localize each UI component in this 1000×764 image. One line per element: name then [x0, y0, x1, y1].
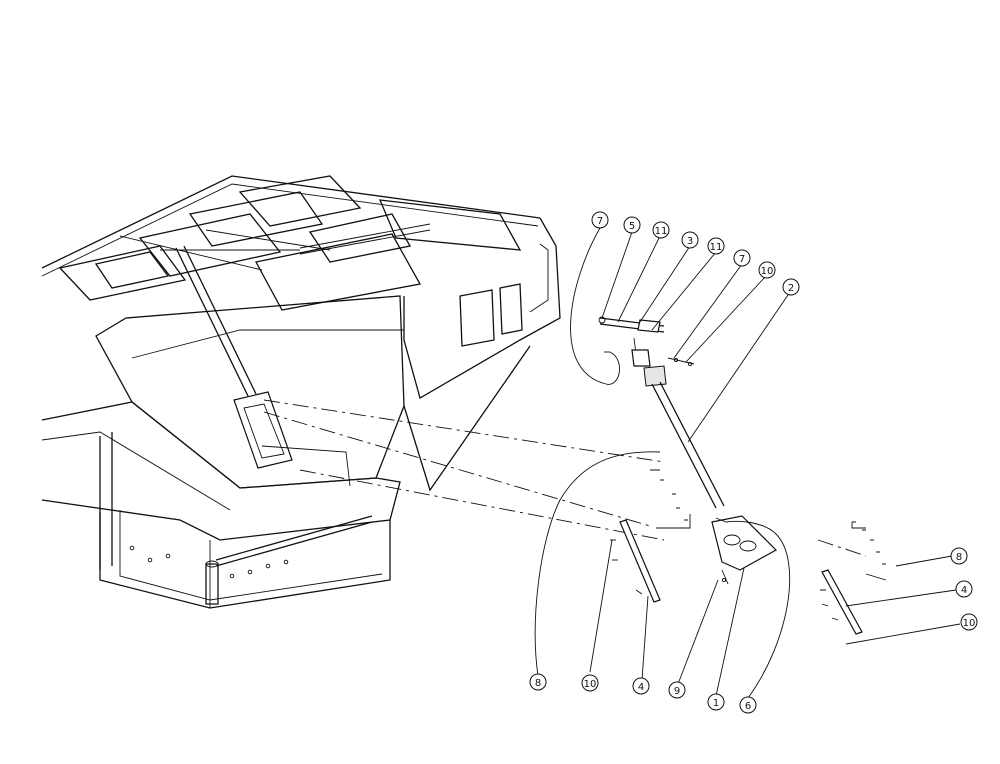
- callout-4-bottom: 4: [632, 677, 650, 695]
- callout-7-top-left: 7: [591, 211, 609, 229]
- svg-text:11: 11: [710, 242, 723, 253]
- svg-text:4: 4: [638, 682, 644, 693]
- callout-4-right: 4: [955, 580, 973, 598]
- callout-leaders: [534, 227, 961, 699]
- svg-text:7: 7: [739, 254, 745, 265]
- right-seal-strip: [820, 521, 887, 635]
- svg-text:10: 10: [761, 266, 774, 277]
- callout-3: 3: [681, 231, 699, 249]
- callout-6: 6: [739, 696, 757, 714]
- svg-text:11: 11: [655, 226, 668, 237]
- svg-text:9: 9: [674, 686, 680, 697]
- hopper-assembly: [41, 175, 561, 609]
- callout-11-left: 11: [652, 221, 670, 239]
- callout-2: 2: [782, 278, 800, 296]
- svg-text:8: 8: [956, 552, 962, 563]
- svg-text:10: 10: [584, 679, 597, 690]
- svg-text:7: 7: [597, 216, 603, 227]
- callout-11-right: 11: [707, 237, 725, 255]
- center-gate-plate: [711, 515, 777, 585]
- svg-text:2: 2: [788, 283, 794, 294]
- svg-text:6: 6: [745, 701, 751, 712]
- callout-8-bottom: 8: [529, 673, 547, 691]
- assembly-centerlines: [263, 399, 867, 557]
- callout-9: 9: [668, 681, 686, 699]
- svg-text:1: 1: [713, 698, 719, 709]
- callout-7-top-right: 7: [733, 249, 751, 267]
- callout-5: 5: [623, 216, 641, 234]
- svg-text:10: 10: [963, 618, 976, 629]
- svg-text:3: 3: [687, 236, 693, 247]
- callout-10-bottom: 10: [581, 674, 599, 692]
- gate-rod-assembly: [598, 316, 725, 509]
- svg-text:8: 8: [535, 678, 541, 689]
- svg-text:4: 4: [961, 585, 967, 596]
- callout-1: 1: [707, 693, 725, 711]
- callout-10-right: 10: [960, 613, 978, 631]
- callout-10-top: 10: [758, 261, 776, 279]
- svg-text:5: 5: [629, 221, 635, 232]
- left-seal-strip: [610, 469, 691, 603]
- callout-8-right: 8: [950, 547, 968, 565]
